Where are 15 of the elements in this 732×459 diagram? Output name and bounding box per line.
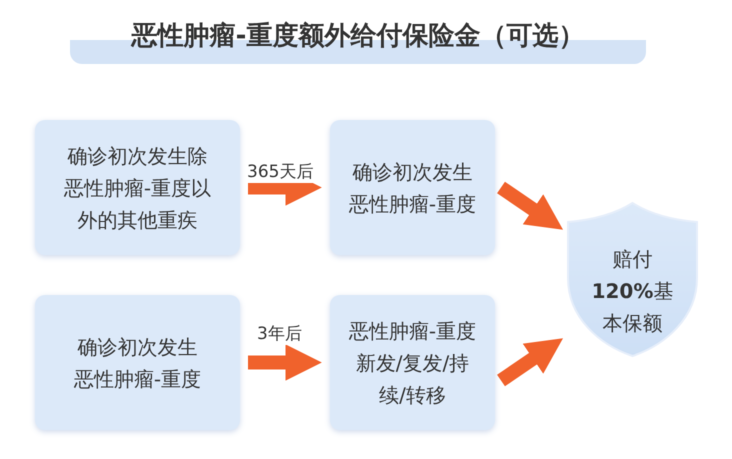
process-box [35, 120, 240, 255]
arrow [497, 182, 564, 230]
process-box [35, 295, 240, 430]
node-text: 赔付120%基本保额 [590, 246, 674, 337]
arrow [497, 338, 564, 386]
node-text: 确诊初次发生除恶性肿瘤-重度以外的其他重疾 [64, 142, 212, 234]
node-text: 恶性肿瘤-重度新发/复发/持续/转移 [348, 318, 478, 408]
edge-label: 3年后 [256, 322, 303, 345]
arrow [248, 344, 322, 381]
edge-label: 365天后 [246, 160, 314, 183]
process-box [330, 295, 495, 430]
node-text: 确诊初次发生恶性肿瘤-重度 [348, 158, 478, 218]
shield-shape [565, 200, 700, 358]
node-text: 确诊初次发生恶性肿瘤-重度 [72, 334, 202, 392]
process-box [330, 120, 495, 255]
